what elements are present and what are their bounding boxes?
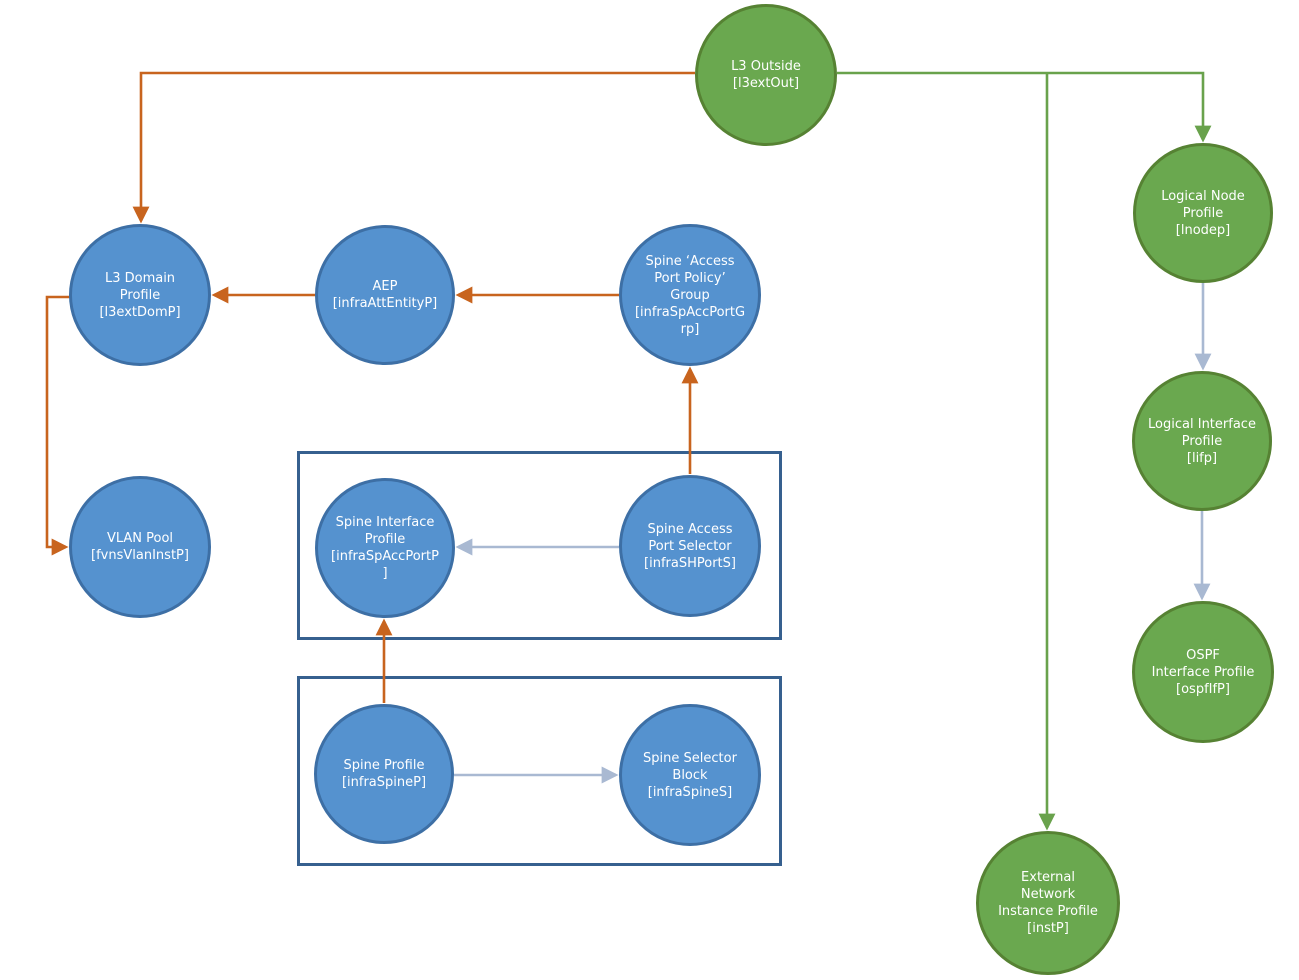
node-label-line: [infraSpineP]	[341, 775, 427, 790]
node-label-line: [ospfIfP]	[1176, 681, 1230, 697]
node-label-line: Port Selector	[648, 538, 732, 554]
node-label-line: VLAN Pool	[106, 531, 174, 546]
edge-l3outside-to-logicalnodeprofile	[837, 71, 1212, 143]
node-label-line: Spine Interface	[335, 515, 435, 530]
node-l3-outside: L3 Outside [l3extOut]	[695, 4, 837, 146]
node-label-line: External	[1021, 870, 1075, 885]
node-vlan-pool: VLAN Pool [fvnsVlanInstP]	[69, 476, 211, 618]
node-label-line: [infraSpAccPortG	[634, 304, 746, 320]
node-label-line: Spine Selector	[643, 750, 737, 766]
node-label-line: Logical Interface	[1148, 416, 1256, 432]
node-label-line: Instance Profile	[998, 904, 1098, 919]
node-aep: AEP [infraAttEntityP]	[315, 225, 455, 365]
node-label-line: [lnodep]	[1175, 222, 1231, 238]
node-label-line: [infraAttEntityP]	[332, 296, 438, 311]
node-label-line: rp]	[680, 321, 700, 337]
node-label-line: [infraSHPortS]	[644, 555, 736, 571]
node-label-line: L3 Domain	[104, 270, 176, 286]
node-label-line: Interface Profile	[1151, 664, 1255, 680]
node-label-line: AEP	[372, 279, 398, 294]
node-label-line: Spine Access	[647, 521, 733, 537]
node-label-line: ]	[382, 566, 388, 581]
node-label-line: OSPF	[1186, 647, 1220, 663]
node-label-line: Profile	[364, 532, 406, 547]
edge-l3domainprofile-to-vlanpool	[45, 295, 71, 556]
node-label-line: Spine Profile	[343, 758, 425, 773]
node-label-line: Profile	[1182, 205, 1224, 221]
node-label-line: Profile	[1181, 433, 1223, 449]
node-label-line: Network	[1020, 887, 1076, 902]
node-label-line: Port Policy’	[654, 270, 726, 286]
node-spine-profile: Spine Profile [infraSpineP]	[314, 704, 454, 844]
node-label-line: [fvnsVlanInstP]	[91, 548, 189, 563]
node-label-line: [lifp]	[1186, 450, 1218, 466]
node-label-line: Block	[672, 767, 708, 783]
node-label-line: L3 Outside	[731, 59, 801, 74]
node-label-line: [instP]	[1027, 921, 1069, 936]
node-label-line: Group	[670, 287, 710, 303]
edge-l3outside-to-l3domainprofile	[132, 71, 695, 224]
node-label-line: [l3extDomP]	[99, 304, 181, 320]
node-label-line: Spine ‘Access	[645, 253, 735, 269]
node-label-line: Logical Node	[1161, 188, 1245, 204]
node-label-line: [l3extOut]	[732, 76, 800, 91]
node-label-line: Profile	[119, 287, 161, 303]
node-label-line: [infraSpAccPortP	[331, 549, 439, 564]
node-label-line: [infraSpineS]	[647, 784, 733, 800]
